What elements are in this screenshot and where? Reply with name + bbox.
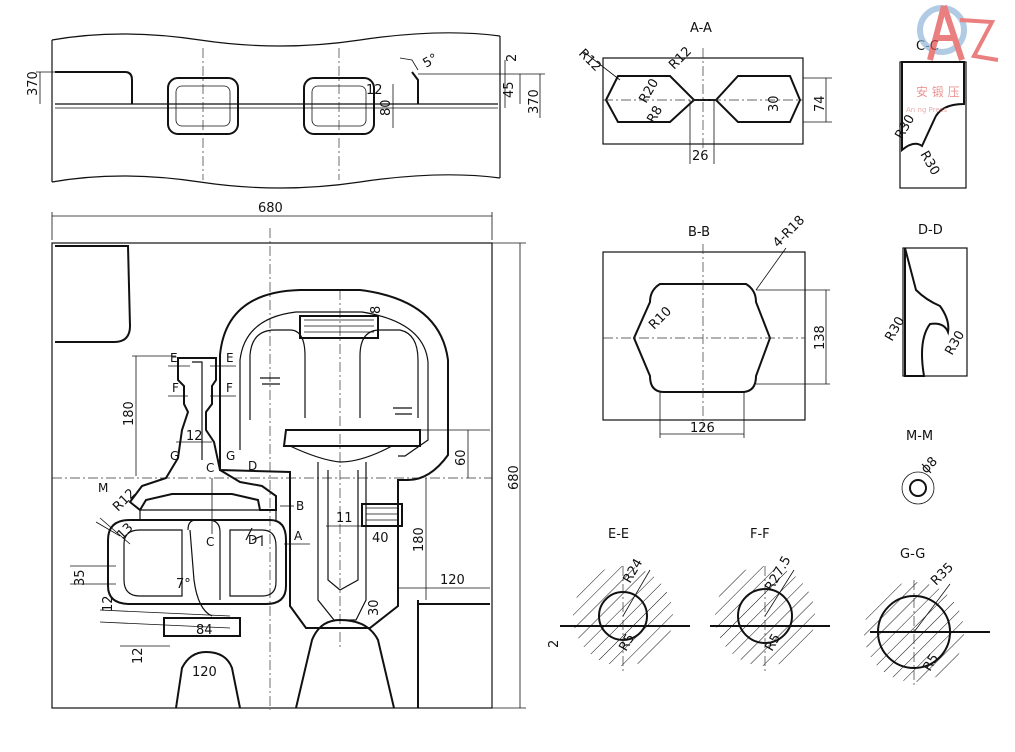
plan-dim-12-b: 12 xyxy=(131,647,146,664)
dd-r30-b: R30 xyxy=(942,328,968,358)
aa-r12-left: R12 xyxy=(575,46,604,75)
label-b: B xyxy=(296,499,304,513)
plan-dim-680-height: 680 xyxy=(507,465,522,490)
aa-dim-74: 74 xyxy=(813,95,828,112)
plan-dim-180-left: 180 xyxy=(122,401,137,426)
section-gg: G-G R35 R5 xyxy=(864,547,990,688)
label-d-top: D xyxy=(248,459,257,473)
bb-r10: R10 xyxy=(646,304,675,333)
cc-r30-b: R30 xyxy=(917,149,943,179)
label-d-bottom: D xyxy=(248,533,257,547)
plan-dim-12: 12 xyxy=(186,429,203,444)
bb-r18: 4-R18 xyxy=(770,213,808,251)
label-g-right: G xyxy=(226,449,235,463)
aa-dim-30: 30 xyxy=(767,95,782,112)
section-bb-title: B-B xyxy=(688,225,710,240)
cc-r30-a: R30 xyxy=(892,112,918,142)
label-e-left: E xyxy=(170,351,178,365)
label-f-right: F xyxy=(226,381,233,395)
logo-letter-icon xyxy=(927,5,965,61)
bb-dim-138: 138 xyxy=(813,325,828,350)
aa-r12-right: R12 xyxy=(666,44,695,73)
section-dd-title: D-D xyxy=(918,223,943,238)
logo-text: 安 锻 压 xyxy=(916,84,960,99)
gg-r5: R5 xyxy=(920,652,942,674)
label-c-bottom: C xyxy=(206,535,214,549)
ff-r5: R5 xyxy=(762,632,784,654)
top-dim-2: 2 xyxy=(505,54,520,62)
plan-dim-30: 30 xyxy=(367,599,382,616)
label-m: M xyxy=(98,481,108,495)
plan-view: 680 680 11 40 8 6 xyxy=(51,201,526,710)
watermark-logo: 安 锻 压 An ng Press xyxy=(906,5,999,114)
plan-dim-180-right: 180 xyxy=(412,527,427,552)
plan-dim-680-width: 680 xyxy=(258,201,283,216)
section-mm-title: M-M xyxy=(906,429,933,444)
label-e-right: E xyxy=(226,351,234,365)
section-bb: B-B 138 126 4-R18 R10 xyxy=(602,213,830,438)
section-aa: A-A 26 30 74 R12 R12 R20 R8 xyxy=(575,21,832,164)
plan-dim-12-a: 12 xyxy=(101,595,116,612)
top-dim-370-left: 370 xyxy=(26,71,41,96)
plan-dim-r12: R12 xyxy=(110,486,139,515)
top-dim-370-right: 370 xyxy=(527,89,542,114)
label-f-left: F xyxy=(172,381,179,395)
plan-dim-40: 40 xyxy=(372,531,389,546)
plan-dim-120: 120 xyxy=(440,573,465,588)
gg-r35: R35 xyxy=(928,560,957,589)
label-c-top: C xyxy=(206,461,214,475)
top-dim-12: 12 xyxy=(366,83,383,98)
bb-dim-126: 126 xyxy=(690,421,715,436)
plan-dim-11: 11 xyxy=(336,511,353,526)
top-angle-5: 5° xyxy=(421,51,441,71)
section-aa-title: A-A xyxy=(690,21,712,36)
mm-dim-d8: ϕ8 xyxy=(918,454,941,477)
label-g-left: G xyxy=(170,449,179,463)
section-ff-title: F-F xyxy=(750,527,770,542)
section-mm: M-M ϕ8 xyxy=(901,429,941,505)
top-dim-45: 45 xyxy=(502,81,517,98)
plan-dim-7: 7° xyxy=(176,577,191,592)
section-ee: E-E R24 R5 2 xyxy=(547,527,690,672)
section-gg-title: G-G xyxy=(900,547,925,562)
plan-dim-8: 8 xyxy=(369,306,384,314)
plan-dim-60: 60 xyxy=(454,449,469,466)
aa-r8: R8 xyxy=(644,104,666,126)
ee-r5: R5 xyxy=(616,632,638,654)
aa-r20: R20 xyxy=(636,76,662,106)
plan-dim-35: 35 xyxy=(73,569,88,586)
logo-subtitle: An ng Press xyxy=(906,106,947,114)
top-view: 370 2 45 370 80 12 5° xyxy=(26,32,545,189)
top-dim-80: 80 xyxy=(379,99,394,116)
section-ee-title: E-E xyxy=(608,527,629,542)
ee-d2: 2 xyxy=(547,640,562,648)
section-dd: D-D R30 R30 xyxy=(882,223,968,377)
label-a: A xyxy=(294,529,303,543)
plan-dim-84: 84 xyxy=(196,623,213,638)
aa-dim-26: 26 xyxy=(692,149,709,164)
plan-dim-120-bottom: 120 xyxy=(192,665,217,680)
section-ff: F-F R27.5 R5 xyxy=(710,527,830,672)
